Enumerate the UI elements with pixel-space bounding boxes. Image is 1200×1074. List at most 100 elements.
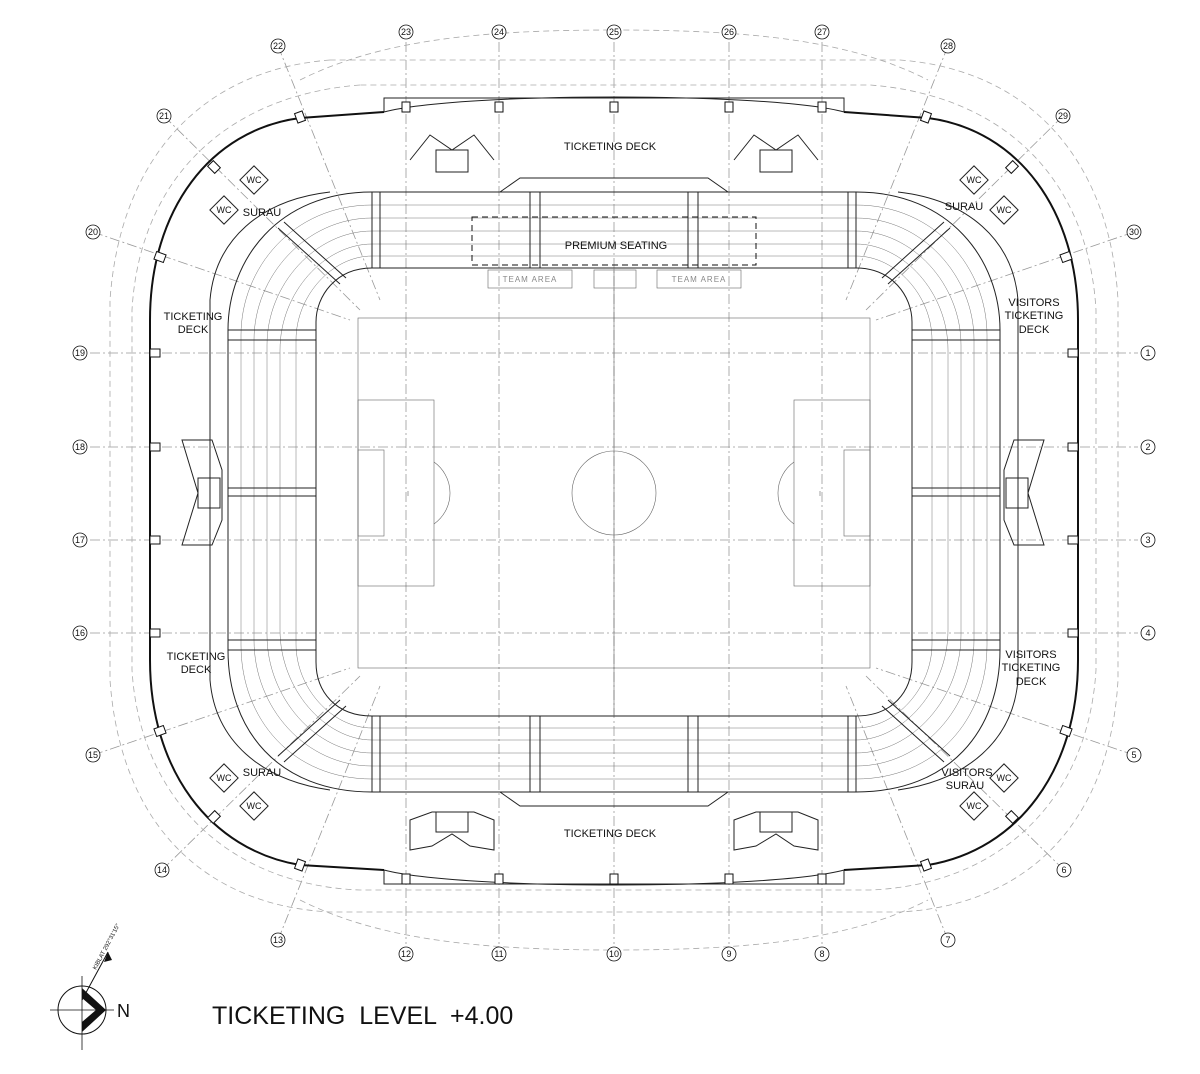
svg-text:8: 8 [819, 949, 824, 959]
ticketing-deck-south-label: TICKETING DECK [564, 828, 657, 840]
svg-text:WC: WC [217, 773, 232, 783]
svg-text:25: 25 [609, 27, 619, 37]
svg-text:30: 30 [1129, 227, 1139, 237]
svg-text:WC: WC [247, 801, 262, 811]
svg-text:2: 2 [1145, 442, 1150, 452]
grid-marker-25: 25 [606, 24, 622, 40]
visitors-deck-top-label: VISITORS [1008, 297, 1059, 309]
svg-text:17: 17 [75, 535, 85, 545]
visitors-deck-bottom-label-3: DECK [1016, 676, 1047, 688]
team-area-right-label: TEAM AREA [672, 275, 727, 284]
svg-text:6: 6 [1061, 865, 1066, 875]
svg-text:10: 10 [609, 949, 619, 959]
wc-ne-1: WC [959, 165, 989, 195]
room-labels: TICKETING DECK TICKETING DECK PREMIUM SE… [164, 141, 1064, 840]
grid-marker-15: 15 [85, 747, 101, 763]
svg-text:13: 13 [273, 935, 283, 945]
grid-marker-28: 28 [940, 38, 956, 54]
svg-text:21: 21 [159, 111, 169, 121]
ticketing-deck-west-top-label-2: DECK [178, 324, 209, 336]
grid-marker-17: 17 [72, 532, 88, 548]
football-pitch [357, 268, 871, 716]
grid-marker-13: 13 [270, 932, 286, 948]
visitors-surau-label-2: SURAU [946, 780, 985, 792]
visitors-deck-top-label-2: TICKETING [1005, 310, 1064, 322]
ticketing-deck-west-bottom-label-2: DECK [181, 664, 212, 676]
svg-text:WC: WC [247, 175, 262, 185]
ticketing-deck-west-bottom-label: TICKETING [167, 651, 226, 663]
ticketing-deck-west-top-label: TICKETING [164, 311, 223, 323]
svg-text:9: 9 [726, 949, 731, 959]
wc-se-2: WC [959, 791, 989, 821]
north-label: N [117, 1001, 130, 1021]
svg-text:1: 1 [1145, 348, 1150, 358]
svg-text:WC: WC [997, 773, 1012, 783]
grid-marker-22: 22 [270, 38, 286, 54]
grid-marker-11: 11 [491, 946, 507, 962]
svg-text:20: 20 [88, 227, 98, 237]
grid-marker-2: 2 [1140, 439, 1156, 455]
drawing-title: TICKETING LEVEL +4.00 [212, 1002, 513, 1030]
grid-marker-19: 19 [72, 345, 88, 361]
surau-sw-label: SURAU [243, 767, 282, 779]
grid-marker-30: 30 [1126, 224, 1142, 240]
svg-text:WC: WC [967, 801, 982, 811]
ticketing-deck-north-label: TICKETING DECK [564, 141, 657, 153]
wc-nw-2: WC [239, 165, 269, 195]
surau-nw-label: SURAU [243, 207, 282, 219]
svg-text:19: 19 [75, 348, 85, 358]
svg-text:28: 28 [943, 41, 953, 51]
svg-text:WC: WC [967, 175, 982, 185]
wc-se-1: WC [989, 763, 1019, 793]
svg-text:3: 3 [1145, 535, 1150, 545]
visitors-deck-top-label-3: DECK [1019, 324, 1050, 336]
team-area-left-label: TEAM AREA [503, 275, 558, 284]
north-arrow-icon: KIBLAT 292°31'15" N [50, 923, 130, 1050]
svg-text:26: 26 [724, 27, 734, 37]
svg-text:WC: WC [217, 205, 232, 215]
grid-marker-9: 9 [721, 946, 737, 962]
surau-ne-label: SURAU [945, 201, 984, 213]
svg-text:24: 24 [494, 27, 504, 37]
grid-marker-6: 6 [1056, 862, 1072, 878]
svg-text:11: 11 [494, 949, 503, 959]
grid-marker-8: 8 [814, 946, 830, 962]
grid-markers: 23 24 25 26 27 12 11 10 9 8 19 18 17 16 … [72, 24, 1156, 962]
visitors-deck-bottom-label: VISITORS [1005, 649, 1056, 661]
grid-marker-27: 27 [814, 24, 830, 40]
grid-marker-26: 26 [721, 24, 737, 40]
grid-marker-10: 10 [606, 946, 622, 962]
grid-marker-3: 3 [1140, 532, 1156, 548]
premium-seating-area [471, 216, 757, 266]
wc-sw-1: WC [209, 763, 239, 793]
grid-marker-5: 5 [1126, 747, 1142, 763]
staircases [181, 134, 1045, 851]
grid-marker-12: 12 [398, 946, 414, 962]
svg-text:4: 4 [1145, 628, 1150, 638]
columns [149, 101, 1079, 885]
svg-text:7: 7 [945, 935, 950, 945]
wc-sw-2: WC [239, 791, 269, 821]
svg-text:29: 29 [1058, 111, 1068, 121]
grid-marker-1: 1 [1140, 345, 1156, 361]
svg-text:14: 14 [157, 865, 167, 875]
svg-text:27: 27 [817, 27, 827, 37]
grid-marker-7: 7 [940, 932, 956, 948]
team-areas [487, 269, 742, 289]
visitors-deck-bottom-label-2: TICKETING [1002, 662, 1061, 674]
svg-text:15: 15 [88, 750, 98, 760]
svg-text:KIBLAT 292°31'15": KIBLAT 292°31'15" [92, 923, 121, 971]
wc-blocks: WC WC WC WC WC WC WC WC [209, 165, 1019, 821]
grid-marker-18: 18 [72, 439, 88, 455]
wc-ne-2: WC [989, 195, 1019, 225]
svg-text:WC: WC [997, 205, 1012, 215]
grid-marker-14: 14 [154, 862, 170, 878]
svg-text:12: 12 [401, 949, 411, 959]
svg-text:5: 5 [1131, 750, 1136, 760]
svg-text:22: 22 [273, 41, 283, 51]
wc-nw-1: WC [209, 195, 239, 225]
grid-marker-24: 24 [491, 24, 507, 40]
grid-marker-16: 16 [72, 625, 88, 641]
svg-text:18: 18 [75, 442, 85, 452]
